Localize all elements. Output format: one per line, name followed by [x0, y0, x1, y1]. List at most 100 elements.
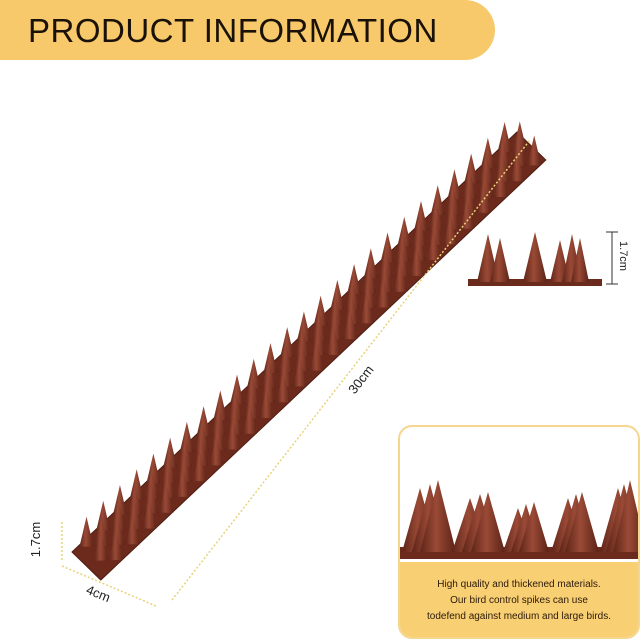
- spike: [613, 480, 638, 552]
- spike: [395, 231, 410, 262]
- caption-line: High quality and thickened materials.: [437, 579, 601, 590]
- page-title: PRODUCT INFORMATION: [28, 12, 438, 49]
- spike: [244, 388, 259, 419]
- spike: [571, 238, 589, 282]
- spike: [330, 279, 345, 310]
- spike: [129, 469, 144, 500]
- spike: [512, 121, 527, 152]
- height-label: 1.7cm: [28, 521, 44, 558]
- spike: [142, 498, 157, 529]
- spike: [195, 421, 210, 452]
- spike: [242, 403, 257, 434]
- spike: [397, 216, 412, 247]
- spike: [411, 230, 426, 261]
- spike: [111, 500, 126, 531]
- spike: [460, 198, 475, 229]
- spike: [345, 279, 360, 310]
- spike: [394, 246, 409, 277]
- spike: [363, 248, 378, 279]
- spike: [309, 340, 324, 371]
- spike: [496, 137, 511, 168]
- panel-caption-area: High quality and thickened materials. Ou…: [400, 562, 638, 637]
- spike: [159, 482, 174, 513]
- spike: [429, 200, 444, 231]
- spike: [479, 153, 494, 184]
- spike: [109, 530, 124, 561]
- spike: [480, 137, 495, 168]
- spike: [175, 466, 190, 497]
- spike: [245, 373, 260, 404]
- spike: [511, 135, 526, 166]
- spike: [379, 247, 394, 278]
- spike: [280, 327, 295, 358]
- spike: [495, 151, 510, 182]
- spike: [519, 502, 549, 552]
- spike: [112, 485, 127, 516]
- side-height-label: 1.7cm: [616, 241, 629, 271]
- spike: [144, 468, 159, 499]
- spike: [359, 293, 374, 324]
- spike: [296, 311, 311, 342]
- side-view: [468, 232, 602, 286]
- spike: [128, 484, 143, 515]
- spike: [447, 169, 462, 200]
- spike: [177, 451, 192, 482]
- spike: [192, 451, 207, 482]
- spike: [443, 214, 458, 245]
- spike: [445, 199, 460, 230]
- caption-line: Our bird control spikes can use: [450, 595, 588, 606]
- spike: [523, 232, 547, 282]
- spike: [344, 293, 359, 324]
- spike: [343, 309, 358, 340]
- spike: [263, 342, 278, 373]
- spike: [194, 435, 209, 466]
- spike: [209, 435, 224, 466]
- spike: [161, 452, 176, 483]
- spike: [211, 405, 226, 436]
- spike: [277, 356, 292, 387]
- spike: [347, 264, 362, 295]
- spike: [261, 358, 276, 389]
- spike: [478, 167, 493, 198]
- spike: [93, 530, 108, 561]
- spike: [146, 453, 161, 484]
- length-dimension-line: [171, 139, 531, 601]
- spike: [311, 325, 326, 356]
- spike: [471, 492, 505, 552]
- spike: [462, 168, 477, 199]
- spike: [493, 167, 508, 198]
- spike: [79, 516, 94, 547]
- spike: [110, 514, 125, 545]
- spike: [144, 483, 159, 514]
- spike: [276, 372, 291, 403]
- spike: [230, 374, 245, 405]
- spike: [464, 153, 479, 184]
- caption-line: todefend against medium and large birds.: [426, 611, 611, 622]
- spike: [163, 437, 178, 468]
- spike: [295, 326, 310, 357]
- spike: [410, 245, 425, 276]
- spike: [226, 419, 241, 450]
- spike: [527, 135, 542, 166]
- spike: [96, 500, 111, 531]
- spike: [362, 263, 377, 294]
- spike: [376, 277, 391, 308]
- spike: [213, 390, 228, 421]
- spike: [227, 404, 242, 435]
- spike: [127, 499, 142, 530]
- spike-strip: [71, 121, 547, 581]
- spike: [430, 185, 445, 216]
- spike: [178, 437, 193, 468]
- spike: [380, 232, 395, 263]
- closeup-image: [400, 480, 638, 559]
- spike: [313, 295, 328, 326]
- spike: [326, 324, 341, 355]
- spike: [196, 406, 211, 437]
- spike: [413, 200, 428, 231]
- spike: [490, 238, 510, 282]
- spike: [393, 261, 408, 292]
- spike: [228, 389, 243, 420]
- spike: [125, 514, 140, 545]
- spike: [565, 492, 599, 552]
